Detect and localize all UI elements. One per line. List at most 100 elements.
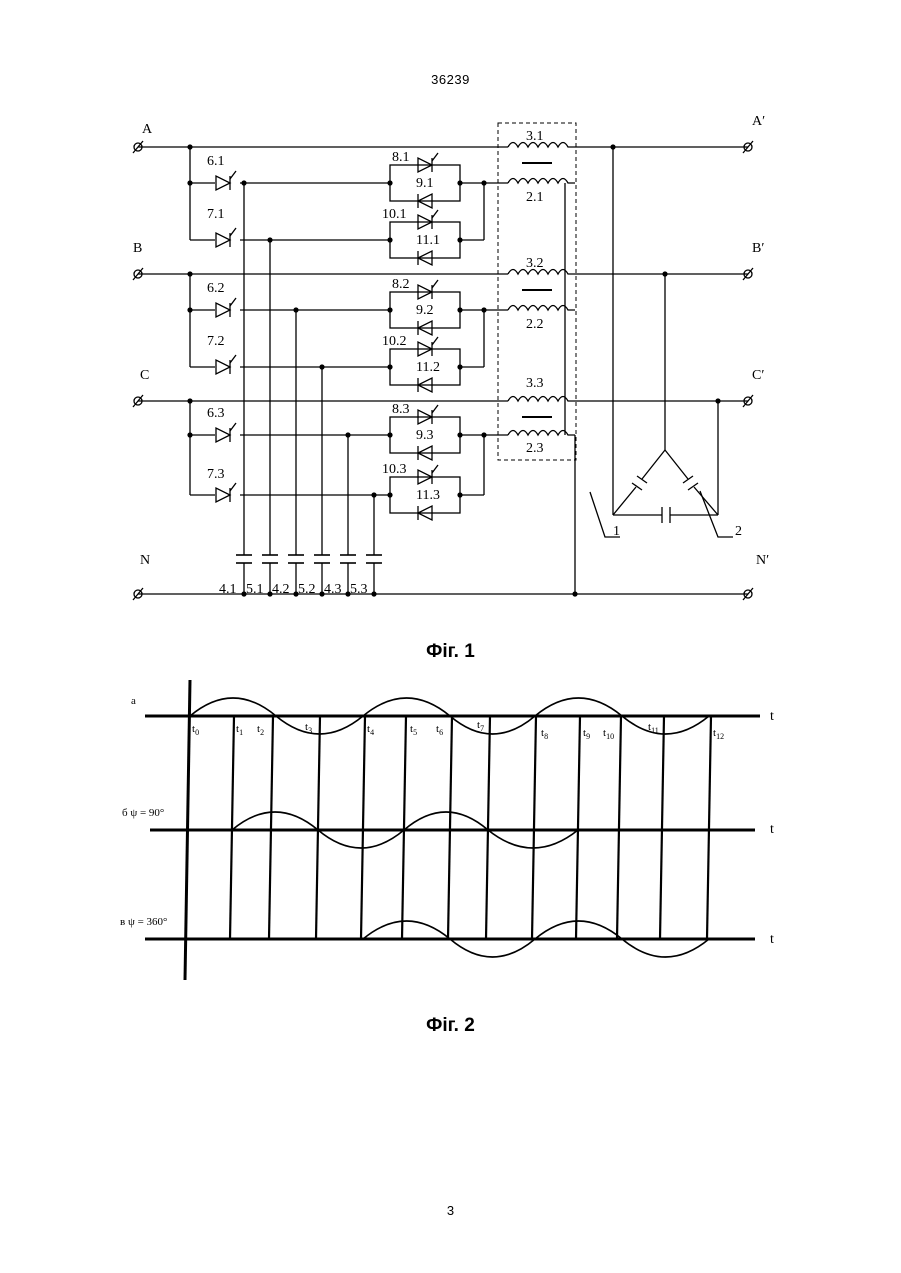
terminal-symbol	[743, 268, 753, 280]
capacitor-5-1-label: 5.1	[246, 582, 264, 597]
bridge-thyristor-1	[418, 153, 438, 172]
wave-a-half-4	[450, 716, 535, 734]
wave-a-half-5	[535, 698, 622, 716]
figure-1-circuit-diagram: A B C N A′ B′ C′ N′ 3.1 3.2 3.3 2.1 2.2 …	[0, 105, 901, 630]
bridge-thyristor-6	[418, 465, 438, 484]
terminal-symbol	[133, 588, 143, 600]
time-mark-label-11: t11	[648, 721, 659, 735]
capacitor-5-2-label: 5.2	[298, 582, 316, 597]
terminal-symbol	[133, 268, 143, 280]
time-marker-line-10	[617, 716, 621, 939]
junction-dot	[187, 144, 192, 149]
junction-dot	[387, 432, 392, 437]
time-marker-line-9	[576, 716, 580, 939]
time-mark-label-10: t10	[603, 727, 614, 741]
winding-2-1-label: 2.1	[526, 190, 544, 205]
wave-b-half-1	[232, 812, 318, 830]
switch-9-3-label: 9.3	[416, 428, 434, 443]
time-marker-line-5	[402, 716, 406, 939]
junction-dot	[481, 432, 486, 437]
capacitor-4-1-label: 4.1	[219, 582, 237, 597]
thyristor-stage-5	[216, 423, 236, 442]
switch-10-2-label: 10.2	[382, 334, 407, 349]
bridge-thyristor-4	[418, 337, 438, 356]
junction-dot	[187, 398, 192, 403]
winding-3-2-label: 3.2	[526, 256, 544, 271]
junction-dot	[187, 432, 192, 437]
time-mark-label-4: t4	[367, 723, 374, 737]
callout-1-label: 1	[613, 524, 620, 539]
switch-8-2-label: 8.2	[392, 277, 410, 292]
wave-a-half-3	[363, 698, 450, 716]
row-b-axis-label: t	[770, 822, 774, 837]
junction-dot	[319, 364, 324, 369]
junction-dot	[387, 364, 392, 369]
wave-b-half-3	[404, 812, 488, 830]
wave-v-half-2	[450, 939, 535, 957]
bridge-thyristor-2	[418, 210, 438, 229]
terminal-N-label: N	[140, 553, 150, 568]
junction-dot	[371, 591, 376, 596]
terminal-symbol	[743, 141, 753, 153]
terminal-C-out-label: C′	[752, 368, 764, 383]
figure-2-waveform-diagram: а б ψ = 90° в ψ = 360° t t t t0t1t2t3t4t…	[0, 670, 901, 1000]
wave-v-half-4	[622, 939, 709, 957]
switch-10-3-label: 10.3	[382, 462, 407, 477]
junction-dot	[267, 237, 272, 242]
switch-8-3-label: 8.3	[392, 402, 410, 417]
switch-11-1-label: 11.1	[416, 233, 440, 248]
switch-9-1-label: 9.1	[416, 176, 434, 191]
junction-dot	[387, 492, 392, 497]
thyristor-7-3-label: 7.3	[207, 467, 225, 482]
bridge-thyristor-3	[418, 280, 438, 299]
wave-v-half-3	[535, 921, 622, 939]
terminal-B-label: B	[133, 241, 142, 256]
terminal-symbol	[133, 395, 143, 407]
junction-dot	[387, 307, 392, 312]
time-mark-label-9: t9	[583, 727, 590, 741]
page-header-number: 36239	[0, 72, 901, 87]
time-mark-label-0: t0	[192, 723, 199, 737]
junction-dot	[457, 237, 462, 242]
time-marker-line-1	[230, 716, 234, 939]
thyristor-7-1-label: 7.1	[207, 207, 225, 222]
terminal-B-out-label: B′	[752, 241, 764, 256]
wave-v-half-1	[363, 921, 450, 939]
row-a-axis-label: t	[770, 709, 774, 724]
wave-b-half-2	[318, 830, 404, 848]
switch-8-1-label: 8.1	[392, 150, 410, 165]
thyristor-stage-1	[216, 171, 236, 190]
wave-a-half-6	[622, 716, 709, 734]
junction-dot	[457, 307, 462, 312]
junction-dot	[715, 398, 720, 403]
junction-dot	[457, 492, 462, 497]
time-mark-label-2: t2	[257, 723, 264, 737]
junction-dot	[481, 307, 486, 312]
junction-dot	[371, 492, 376, 497]
time-mark-label-12: t12	[713, 727, 724, 741]
capacitor-5-3-label: 5.3	[350, 582, 368, 597]
winding-2-2-label: 2.2	[526, 317, 544, 332]
time-marker-line-11	[660, 716, 664, 939]
time-mark-label-5: t5	[410, 723, 417, 737]
capacitor-4-2-label: 4.2	[272, 582, 290, 597]
junction-dot	[387, 180, 392, 185]
switch-10-1-label: 10.1	[382, 207, 407, 222]
time-marker-line-12	[707, 716, 711, 939]
terminal-symbol	[743, 395, 753, 407]
row-a-label: а	[131, 695, 136, 707]
junction-dot	[187, 271, 192, 276]
thyristor-stage-4	[216, 355, 236, 374]
terminal-symbol	[133, 141, 143, 153]
terminal-symbol	[743, 588, 753, 600]
row-v-label: в ψ = 360°	[120, 916, 167, 928]
winding-2-3-label: 2.3	[526, 441, 544, 456]
thyristor-7-2-label: 7.2	[207, 334, 225, 349]
switch-11-3-label: 11.3	[416, 488, 440, 503]
junction-dot	[293, 307, 298, 312]
thyristor-6-2-label: 6.2	[207, 281, 225, 296]
thyristor-6-3-label: 6.3	[207, 406, 225, 421]
row-b-label: б ψ = 90°	[122, 807, 164, 819]
figure-1-caption: Фіг. 1	[0, 641, 901, 663]
page-footer-number: 3	[0, 1203, 901, 1218]
